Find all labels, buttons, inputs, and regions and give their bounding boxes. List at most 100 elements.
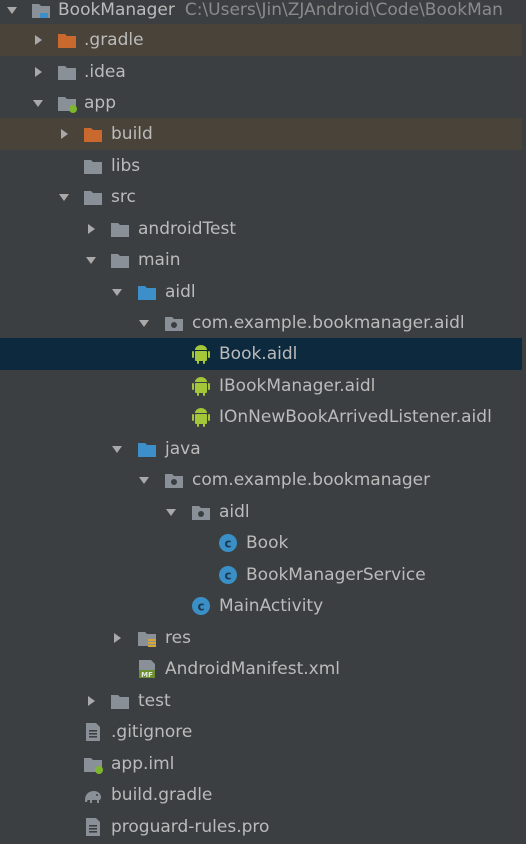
tree-row-manifest[interactable]: MF AndroidManifest.xml: [0, 653, 526, 685]
tree-row-app-iml[interactable]: app.iml: [0, 748, 526, 780]
tree-label: .idea: [84, 61, 126, 82]
excluded-folder-icon: [82, 123, 104, 145]
tree-label: libs: [111, 155, 141, 176]
vertical-scrollbar[interactable]: [522, 0, 526, 844]
tree-row-ibookmanager-aidl[interactable]: IBookManager.aidl: [0, 370, 526, 402]
tree-row-package-aidl-sub[interactable]: aidl: [0, 496, 526, 528]
tree-label: IBookManager.aidl: [219, 375, 376, 396]
manifest-file-icon: MF: [136, 658, 158, 680]
svg-text:c: c: [197, 599, 204, 613]
tree-row-libs[interactable]: libs: [0, 150, 526, 182]
text-file-icon: [82, 721, 104, 743]
tree-row-build-gradle[interactable]: build.gradle: [0, 779, 526, 811]
chevron-right-icon[interactable]: [84, 222, 98, 236]
source-folder-icon: [136, 438, 158, 460]
tree-label: Book: [246, 532, 289, 553]
chevron-right-icon[interactable]: [31, 65, 45, 79]
tree-row-listener-aidl[interactable]: IOnNewBookArrivedListener.aidl: [0, 401, 526, 433]
tree-label: Book.aidl: [219, 343, 298, 364]
class-icon: c: [217, 564, 239, 586]
tree-row-build[interactable]: build: [0, 118, 526, 150]
android-module-icon: [56, 92, 78, 114]
chevron-down-icon[interactable]: [84, 253, 98, 267]
folder-icon: [82, 186, 104, 208]
svg-text:c: c: [224, 568, 231, 582]
tree-label: build.gradle: [111, 784, 213, 805]
tree-label: java: [165, 438, 201, 459]
tree-row-test[interactable]: test: [0, 685, 526, 717]
chevron-down-icon[interactable]: [57, 190, 71, 204]
folder-icon: [109, 218, 131, 240]
source-folder-icon: [136, 281, 158, 303]
chevron-right-icon[interactable]: [57, 127, 71, 141]
gradle-elephant-icon: [82, 784, 104, 806]
android-icon: [190, 406, 212, 428]
tree-label: aidl: [219, 501, 250, 522]
class-icon: c: [190, 595, 212, 617]
chevron-right-icon[interactable]: [84, 694, 98, 708]
folder-icon: [109, 249, 131, 271]
resource-folder-icon: [136, 627, 158, 649]
svg-text:c: c: [224, 536, 231, 550]
chevron-right-icon[interactable]: [110, 631, 124, 645]
folder-icon: [82, 155, 104, 177]
tree-label: .gitignore: [111, 721, 193, 742]
chevron-down-icon[interactable]: [164, 505, 178, 519]
text-file-icon: [82, 816, 104, 838]
tree-label: aidl: [165, 281, 196, 302]
tree-row-idea[interactable]: .idea: [0, 56, 526, 88]
chevron-down-icon[interactable]: [5, 3, 19, 17]
tree-label: proguard-rules.pro: [111, 816, 270, 837]
tree-label: BookManagerService: [246, 564, 426, 585]
chevron-down-icon[interactable]: [137, 473, 151, 487]
tree-row-gitignore[interactable]: .gitignore: [0, 716, 526, 748]
tree-label: build: [111, 123, 153, 144]
folder-icon: [56, 61, 78, 83]
tree-row-book-class[interactable]: c Book: [0, 527, 526, 559]
module-file-icon: [82, 753, 104, 775]
chevron-down-icon[interactable]: [31, 96, 45, 110]
tree-row-package-main[interactable]: com.example.bookmanager: [0, 464, 526, 496]
tree-row-aidl-source[interactable]: aidl: [0, 276, 526, 308]
tree-row-mainactivity[interactable]: c MainActivity: [0, 590, 526, 622]
root-path: C:\Users\Jin\ZJAndroid\Code\BookMan: [184, 0, 503, 20]
excluded-folder-icon: [56, 29, 78, 51]
package-icon: [190, 501, 212, 523]
tree-row-app[interactable]: app: [0, 87, 526, 119]
tree-row-book-aidl[interactable]: Book.aidl: [0, 338, 526, 370]
tree-label: test: [138, 690, 171, 711]
android-icon: [190, 375, 212, 397]
svg-text:MF: MF: [141, 671, 153, 679]
chevron-down-icon[interactable]: [110, 442, 124, 456]
android-icon: [190, 343, 212, 365]
tree-label: main: [138, 249, 181, 270]
class-icon: c: [217, 532, 239, 554]
tree-label: app: [84, 92, 116, 113]
tree-label: IOnNewBookArrivedListener.aidl: [219, 406, 492, 427]
tree-label: res: [165, 627, 191, 648]
tree-row-src[interactable]: src: [0, 181, 526, 213]
tree-label: src: [111, 186, 136, 207]
tree-row-gradle[interactable]: .gradle: [0, 24, 526, 56]
tree-row-main[interactable]: main: [0, 244, 526, 276]
tree-row-proguard[interactable]: proguard-rules.pro: [0, 811, 526, 843]
tree-label: com.example.bookmanager: [192, 469, 431, 490]
tree-label: AndroidManifest.xml: [165, 658, 341, 679]
folder-icon: [109, 690, 131, 712]
package-icon: [163, 312, 185, 334]
chevron-right-icon[interactable]: [31, 33, 45, 47]
tree-row-bookmanagerservice[interactable]: c BookManagerService: [0, 559, 526, 591]
tree-label: com.example.bookmanager.aidl: [192, 312, 465, 333]
tree-row-package-aidl[interactable]: com.example.bookmanager.aidl: [0, 307, 526, 339]
package-icon: [163, 469, 185, 491]
chevron-down-icon[interactable]: [110, 285, 124, 299]
tree-label: app.iml: [111, 753, 175, 774]
chevron-down-icon[interactable]: [137, 316, 151, 330]
tree-row-java[interactable]: java: [0, 433, 526, 465]
tree-row-res[interactable]: res: [0, 622, 526, 654]
tree-row-androidtest[interactable]: androidTest: [0, 213, 526, 245]
module-folder-icon: [30, 0, 52, 21]
